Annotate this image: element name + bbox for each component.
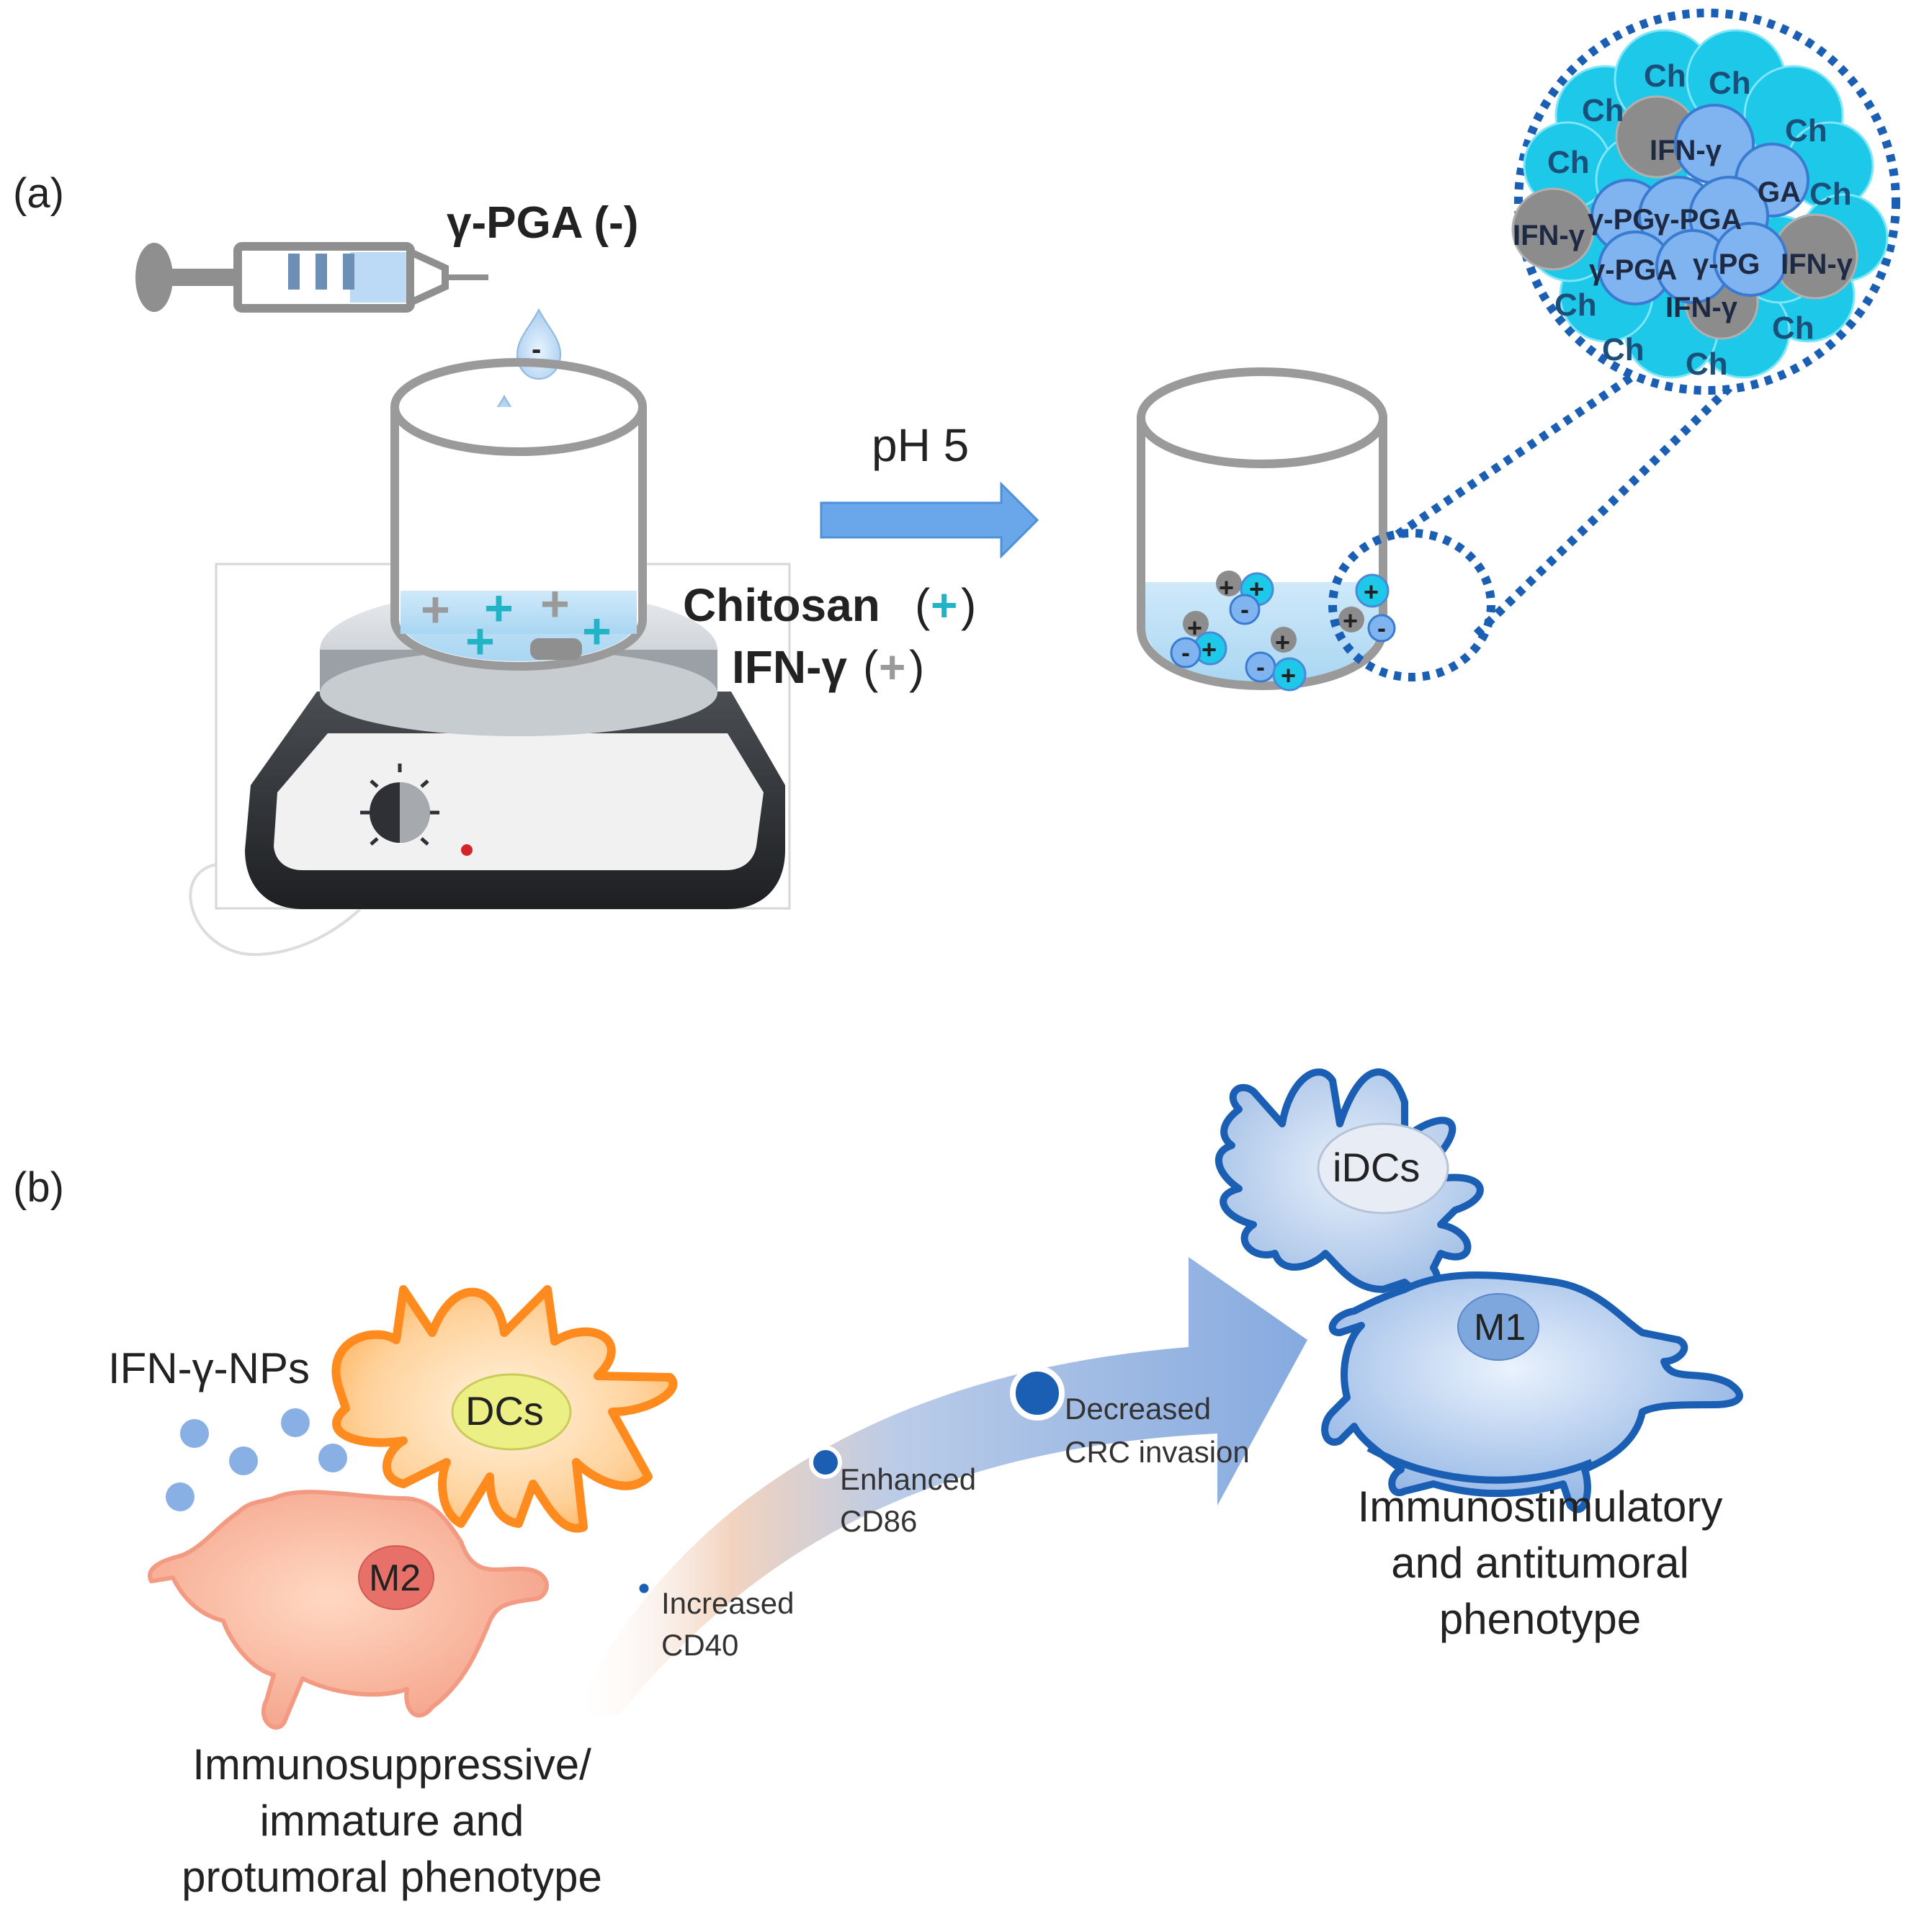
syringe-icon <box>135 242 488 313</box>
ifn-legend: IFN-γ ( + ) <box>732 641 924 693</box>
chitosan-legend: Chitosan ( + ) <box>683 579 976 631</box>
svg-text:Ch: Ch <box>1686 346 1728 382</box>
m1-label: M1 <box>1474 1307 1526 1349</box>
svg-text:+: + <box>879 641 905 693</box>
svg-text:Ch: Ch <box>1602 332 1645 367</box>
left-caption-line1: Immunosuppressive/ <box>192 1740 591 1789</box>
step1-line1: Increased <box>661 1586 794 1620</box>
svg-text:Ch: Ch <box>1547 145 1590 180</box>
ph-label: pH 5 <box>872 419 969 471</box>
idcs-label: iDCs <box>1333 1145 1420 1190</box>
svg-text:+: + <box>931 579 957 631</box>
ifn-charge: + <box>421 581 450 638</box>
dendritic-cell-blue: iDCs <box>1214 1068 1484 1294</box>
nanoparticle: + + - <box>1338 573 1396 643</box>
chitosan-charge: + <box>484 580 514 636</box>
step2-line1: Enhanced <box>840 1462 976 1496</box>
nanoparticle: + + - <box>1216 571 1274 625</box>
svg-text:Ch: Ch <box>1554 287 1597 323</box>
ifn-charge: + <box>540 576 570 632</box>
left-caption-line3: protumoral phenotype <box>182 1853 602 1901</box>
step-dot-icon <box>809 1446 842 1479</box>
droplet-icon: - <box>516 308 562 380</box>
ifn-label: IFN-γ <box>732 641 847 693</box>
svg-text:+: + <box>1202 635 1217 664</box>
svg-text:+: + <box>1364 577 1379 607</box>
svg-text:γ-PG: γ-PG <box>1588 204 1655 236</box>
left-caption-line2: immature and <box>260 1797 524 1845</box>
svg-text:-: - <box>1181 638 1190 667</box>
right-caption-line2: and antitumoral <box>1391 1539 1689 1587</box>
zoom-callout <box>1328 357 1761 681</box>
svg-text:(: ( <box>863 641 878 693</box>
svg-text:-: - <box>1256 652 1265 681</box>
step2-line2: CD86 <box>840 1504 917 1538</box>
beaker-right <box>1137 367 1387 691</box>
beaker-left <box>390 358 647 671</box>
m2-label: M2 <box>369 1557 421 1599</box>
step-dot-icon <box>1010 1366 1065 1421</box>
stir-bar-icon <box>530 638 582 660</box>
svg-text:-: - <box>532 334 541 365</box>
svg-text:IFN-γ: IFN-γ <box>1650 135 1722 166</box>
panel-a-label: (a) <box>13 170 64 217</box>
right-caption-line3: phenotype <box>1439 1595 1641 1643</box>
svg-text:Ch: Ch <box>1582 93 1624 128</box>
m2-macrophage: M2 <box>148 1490 549 1730</box>
svg-text:IFN-γ: IFN-γ <box>1513 220 1585 251</box>
stirrer-cord <box>189 863 362 957</box>
dcs-label: DCs <box>465 1388 544 1434</box>
ifn-nps-label: IFN-γ-NPs <box>108 1344 310 1392</box>
chitosan-charge: + <box>465 613 495 669</box>
svg-text:(: ( <box>915 579 930 631</box>
chitosan-charge: + <box>582 603 612 659</box>
nanoparticle: + - + <box>1245 627 1307 692</box>
step3-line2: CRC invasion <box>1065 1435 1250 1469</box>
svg-text:): ) <box>961 579 976 631</box>
svg-text:γ-PGA: γ-PGA <box>1589 254 1677 286</box>
svg-text:Ch: Ch <box>1772 310 1815 346</box>
svg-text:γ-PG: γ-PG <box>1693 249 1760 280</box>
svg-text:Ch: Ch <box>1709 66 1751 101</box>
svg-text:-: - <box>1377 613 1386 643</box>
svg-text:+: + <box>1249 574 1264 604</box>
progression-arrow <box>569 1257 1307 1722</box>
svg-text:GA: GA <box>1758 176 1801 208</box>
right-caption-line1: Immunostimulatory <box>1358 1482 1723 1531</box>
m1-macrophage: M1 <box>1321 1271 1743 1513</box>
panel-b-label: (b) <box>13 1164 64 1211</box>
step-dot-icon <box>637 1581 651 1596</box>
step3-line1: Decreased <box>1065 1392 1211 1426</box>
svg-text:+: + <box>1187 613 1202 643</box>
svg-text:Ch: Ch <box>1644 58 1686 94</box>
svg-text:-: - <box>1240 594 1249 624</box>
svg-text:): ) <box>909 641 924 693</box>
chitosan-label: Chitosan <box>683 579 880 631</box>
step1-line2: CD40 <box>661 1628 738 1662</box>
power-led-icon <box>461 844 473 856</box>
svg-text:+: + <box>1343 606 1358 635</box>
dendritic-cell-orange: DCs <box>331 1285 678 1533</box>
svg-text:+: + <box>1275 627 1290 657</box>
nanoparticle: + + - <box>1170 611 1227 668</box>
stirrer-knob-icon <box>360 764 439 846</box>
svg-text:γ-PGA: γ-PGA <box>1654 204 1742 236</box>
svg-text:IFN-γ: IFN-γ <box>1665 292 1738 323</box>
svg-text:+: + <box>1281 661 1296 690</box>
svg-text:Ch: Ch <box>1809 176 1852 212</box>
svg-text:+: + <box>1219 573 1234 602</box>
svg-text:Ch: Ch <box>1785 113 1827 148</box>
svg-text:IFN-γ: IFN-γ <box>1781 249 1853 280</box>
nanoparticle-zoom: Ch Ch Ch Ch Ch Ch Ch Ch Ch Ch IFN-γ GA I… <box>1511 29 1889 382</box>
right-arrow-icon <box>820 481 1039 559</box>
gamma-pga-label: γ-PGA (-) <box>447 198 638 248</box>
